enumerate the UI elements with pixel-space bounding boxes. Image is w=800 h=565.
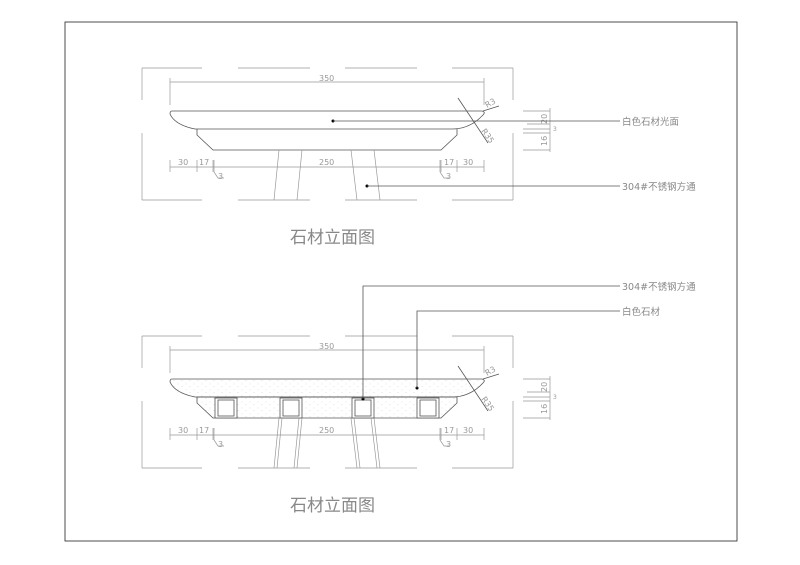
dim-height-bottom: 16 <box>540 136 549 146</box>
dim-height-gap: 3 <box>553 126 557 133</box>
stone-slab <box>169 378 485 398</box>
drawing-title: 石材立面图 <box>290 228 375 248</box>
elevation-drawing-1: 350 30 17 250 17 30 3 3 R3 R35 20 3 16 白… <box>141 67 696 248</box>
dim-overall: 350 <box>319 342 334 351</box>
dim-overall: 350 <box>319 74 334 83</box>
dim-gap-right: 3 <box>446 440 451 449</box>
stone-slab <box>169 110 485 130</box>
dim-gap-left: 3 <box>218 172 223 181</box>
dim-height-top: 20 <box>540 382 549 392</box>
dim-left-inner: 17 <box>199 426 209 435</box>
dim-line-overall <box>169 78 485 105</box>
dim-left-inner: 17 <box>199 158 209 167</box>
callout-line-stone <box>416 310 620 388</box>
slab-base <box>196 129 458 151</box>
dim-gap-right: 3 <box>446 172 451 181</box>
dim-line-bottom <box>169 428 485 447</box>
dim-left-outer: 30 <box>178 426 188 435</box>
dim-gap-left: 3 <box>218 440 223 449</box>
elevation-drawing-2: 350 30 17 250 17 30 3 3 R3 R35 20 3 16 3… <box>141 281 696 516</box>
dim-height-gap: 3 <box>553 394 557 401</box>
radius-leader <box>457 97 500 144</box>
dim-right-inner: 17 <box>444 426 454 435</box>
dim-right-outer: 30 <box>463 426 473 435</box>
dim-right-outer: 30 <box>463 158 473 167</box>
steel-tubes <box>214 397 440 419</box>
steel-legs <box>273 149 381 201</box>
dim-left-outer: 30 <box>178 158 188 167</box>
steel-legs <box>273 417 381 469</box>
callout-stone: 白色石材光面 <box>622 116 679 128</box>
dim-line-height <box>523 376 551 420</box>
radius-large: R35 <box>479 127 495 145</box>
dim-height-bottom: 16 <box>540 404 549 414</box>
dim-inner: 250 <box>319 426 334 435</box>
callout-line-steel <box>362 285 620 399</box>
slab-base <box>196 396 458 419</box>
radius-large: R35 <box>479 395 495 413</box>
radius-small: R3 <box>484 365 498 378</box>
callout-stone: 白色石材 <box>622 306 661 318</box>
dim-line-height <box>523 108 551 152</box>
dim-line-overall <box>169 346 485 373</box>
sheet-border <box>64 21 738 542</box>
dim-height-top: 20 <box>540 114 549 124</box>
radius-leader <box>457 365 500 412</box>
dim-inner: 250 <box>319 158 334 167</box>
dim-right-inner: 17 <box>444 158 454 167</box>
radius-small: R3 <box>484 97 498 110</box>
dim-line-bottom <box>169 160 485 179</box>
callout-steel: 304#不锈钢方通 <box>622 181 696 193</box>
drawing-title: 石材立面图 <box>290 496 375 516</box>
callout-steel: 304#不锈钢方通 <box>622 281 696 293</box>
